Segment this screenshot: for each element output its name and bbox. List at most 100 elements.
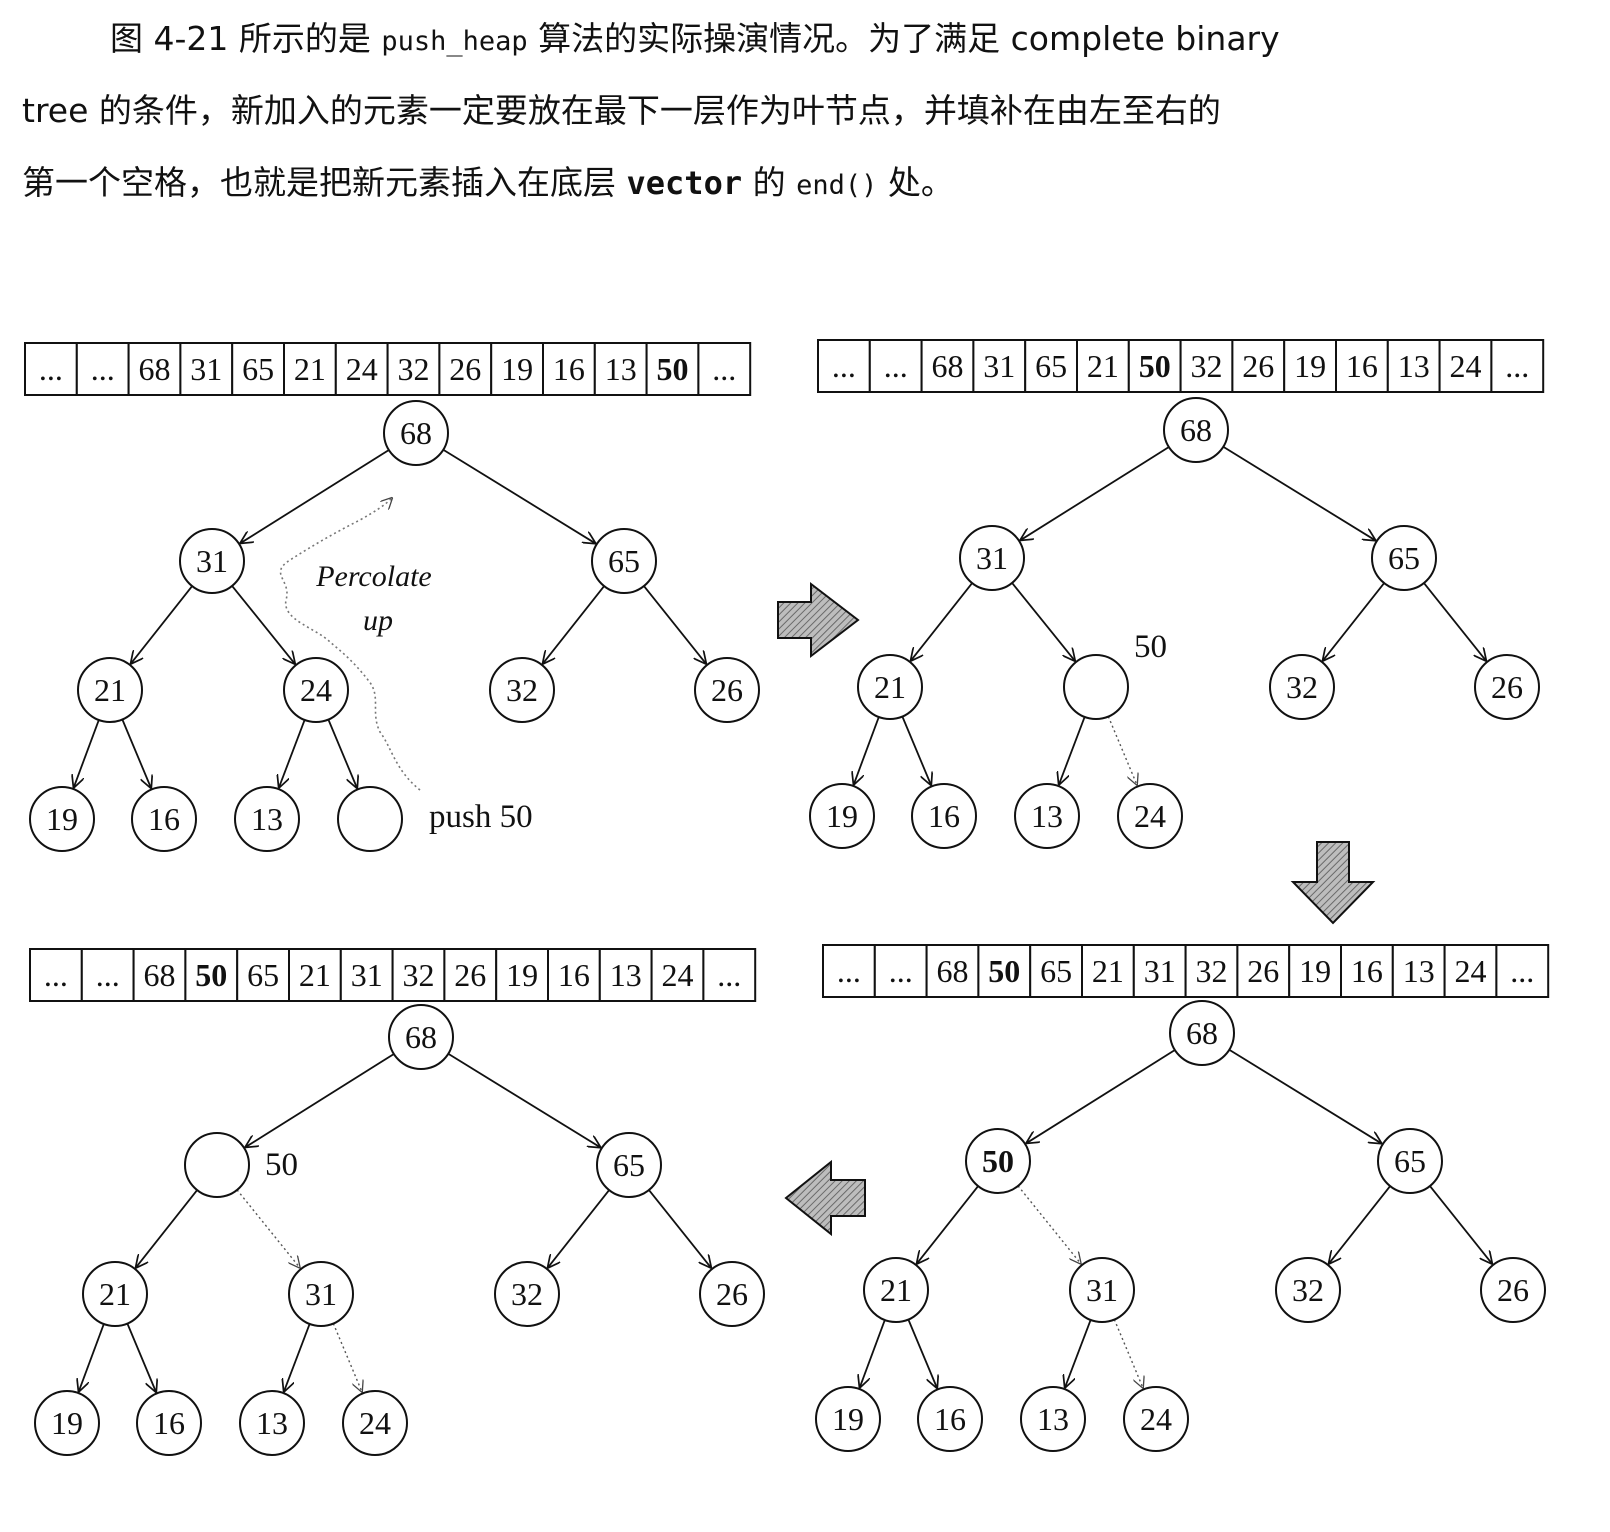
array-cell xyxy=(283,342,337,396)
array-cell xyxy=(1443,944,1498,998)
array-cell-label: ... xyxy=(91,351,115,387)
tree-edge xyxy=(854,716,880,784)
tree-node xyxy=(1069,1257,1135,1323)
array-cell-label: ... xyxy=(832,348,856,384)
tree-node-label: 26 xyxy=(1491,669,1523,705)
array-cell xyxy=(1236,944,1291,998)
tree-node xyxy=(1269,654,1335,720)
array-cell xyxy=(1184,944,1239,998)
tree-edge xyxy=(901,716,931,785)
tree-edge xyxy=(126,1323,156,1392)
array-cell xyxy=(1288,944,1342,998)
line3-text-after: 处。 xyxy=(877,163,954,202)
tree-edge xyxy=(1423,582,1486,660)
array-cell-label: 24 xyxy=(662,957,694,993)
tree-node-label: 26 xyxy=(711,672,743,708)
array-cell xyxy=(1386,339,1441,393)
tree-node xyxy=(184,1132,250,1198)
tree-edge xyxy=(279,719,306,787)
tree-node xyxy=(911,783,977,849)
array-cell xyxy=(598,948,653,1002)
panels-layer: ...... 68 31 65 21 24 32 26 19 16 13 50... 68 31 65 21 2… xyxy=(24,339,1550,1456)
array-cell-label: 26 xyxy=(1242,348,1274,384)
tree-node xyxy=(1474,654,1540,720)
array-cell xyxy=(1340,944,1394,998)
array-cell-label: 16 xyxy=(558,957,590,993)
tree-node xyxy=(179,528,245,594)
array-cell-label: 50 xyxy=(1139,348,1171,384)
array-cell xyxy=(1490,339,1545,393)
tree-edge xyxy=(917,1185,979,1263)
tree-node xyxy=(1480,1257,1546,1323)
array-cell xyxy=(925,944,980,998)
array-cell xyxy=(1391,944,1446,998)
array-cell-label: 31 xyxy=(1144,953,1176,989)
tree-node-label: 21 xyxy=(94,672,126,708)
vector-code: vector xyxy=(626,164,743,202)
array-cell xyxy=(650,948,705,1002)
tree-node-label: 31 xyxy=(976,540,1008,576)
array-cell-label: 65 xyxy=(247,957,279,993)
array-cell xyxy=(184,948,239,1002)
array-cell xyxy=(697,342,752,396)
array-cell-label: 21 xyxy=(299,957,331,993)
array-cell-label: 32 xyxy=(398,351,430,387)
tree-node-label: 65 xyxy=(613,1147,645,1183)
array-cell xyxy=(339,948,394,1002)
tree-node xyxy=(591,528,657,594)
tree-node-label: 68 xyxy=(400,415,432,451)
tree-node-label: 31 xyxy=(196,543,228,579)
line3-text-middle: 的 xyxy=(742,163,797,202)
array-cell xyxy=(1335,339,1389,393)
array-cell-label: 16 xyxy=(1346,348,1378,384)
array-cell-label: 32 xyxy=(1196,953,1228,989)
tree-node xyxy=(82,1261,148,1327)
array-cell xyxy=(1127,339,1182,393)
array-cell-label: 68 xyxy=(144,957,176,993)
array-cell-label: ... xyxy=(1510,953,1534,989)
array-cell xyxy=(386,342,441,396)
tree-node-label: 24 xyxy=(359,1405,391,1441)
array-cell-label: 26 xyxy=(454,957,486,993)
tree-node-label: 26 xyxy=(716,1276,748,1312)
tree-node-label: 32 xyxy=(1286,669,1318,705)
tree-edge xyxy=(548,1189,610,1267)
tree-node-label: 16 xyxy=(148,801,180,837)
tree-node xyxy=(1377,1128,1443,1194)
array-cell-label: 65 xyxy=(1040,953,1072,989)
tree-node xyxy=(863,1257,929,1323)
push-heap-code: push_heap xyxy=(381,26,528,57)
array-cell-label: 50 xyxy=(657,351,689,387)
tree-node xyxy=(494,1261,560,1327)
tree-edge xyxy=(236,1189,300,1268)
tree-node xyxy=(694,657,760,723)
tree-edge xyxy=(1323,582,1385,660)
array-cell-label: 31 xyxy=(983,348,1015,384)
array-cell-label: 31 xyxy=(190,351,222,387)
tree-edge xyxy=(74,719,100,787)
array-cell xyxy=(29,948,83,1002)
tree-node-label: 65 xyxy=(1394,1143,1426,1179)
tree-edge xyxy=(1021,446,1170,540)
tree-node-label: 24 xyxy=(1134,798,1166,834)
tree-edge xyxy=(136,1189,198,1267)
tree-edge xyxy=(1017,1185,1081,1264)
tree-node xyxy=(965,1128,1031,1194)
percolate-up-path xyxy=(279,498,421,791)
tree-node-label: 65 xyxy=(608,543,640,579)
array-cell-label: 19 xyxy=(501,351,533,387)
tree-node xyxy=(288,1261,354,1327)
tree-node xyxy=(234,786,300,852)
tree-edge xyxy=(1065,1319,1092,1387)
tree-node xyxy=(388,1004,454,1070)
tree-node xyxy=(959,525,1025,591)
tree-node-label: 19 xyxy=(46,801,78,837)
tree-node xyxy=(1063,654,1129,720)
tree-node xyxy=(1014,783,1080,849)
tree-node-label: 21 xyxy=(874,669,906,705)
tree-node xyxy=(29,786,95,852)
array-cell-label: 13 xyxy=(610,957,642,993)
tree-node xyxy=(1123,1386,1189,1452)
